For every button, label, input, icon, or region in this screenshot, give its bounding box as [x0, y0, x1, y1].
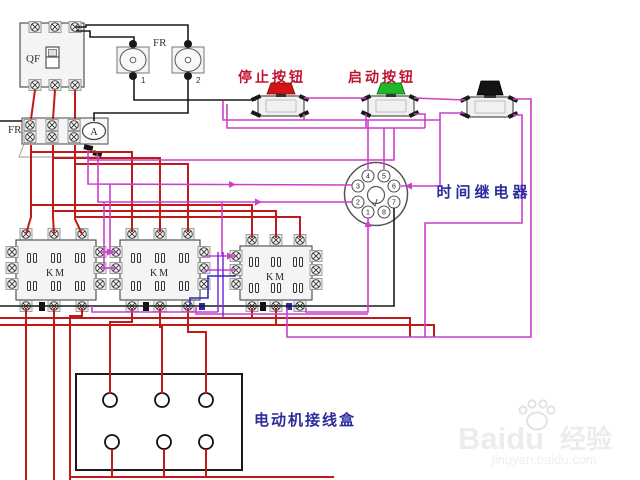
relay-pin-5: 5 [377, 169, 391, 183]
stop-button-label: 停止按钮 [238, 69, 306, 85]
control-wires [87, 97, 532, 338]
fuse1-number: 1 [141, 76, 146, 85]
overload-relay-label: FR [8, 124, 22, 136]
blue-wires [189, 275, 236, 306]
aux-contact-tab [83, 144, 94, 151]
svg-text:8: 8 [382, 210, 386, 217]
relay-pin-2: 2 [351, 195, 365, 209]
wire-direction-arrows [107, 181, 412, 260]
contactor-2: KM [109, 228, 211, 312]
start-button-cap [376, 82, 406, 95]
circuit-breaker-qf: QF [19, 21, 85, 91]
ammeter: A [81, 121, 107, 141]
start-button [360, 82, 420, 118]
start-button-label: 启动按钮 [348, 69, 416, 85]
overload-relay-fr: A FR [8, 117, 109, 158]
time-relay-socket: 4 5 3 6 2 7 1 8 [343, 161, 409, 227]
contactor-1: KM [5, 228, 107, 312]
contactor2-label: KM [150, 268, 170, 279]
box-terminal [154, 392, 170, 408]
contactor-3: KM [229, 234, 323, 312]
relay-pin-1: 1 [361, 205, 375, 219]
box-terminal [156, 434, 172, 450]
svg-text:3: 3 [356, 184, 360, 191]
baidu-watermark: Baidu 经验 jingyan.baidu.com [458, 399, 612, 467]
ammeter-label: A [90, 127, 98, 138]
breaker-label: QF [26, 53, 40, 65]
watermark-brand: Baidu [458, 421, 544, 456]
paw-icon [518, 399, 556, 431]
box-terminal [102, 392, 118, 408]
relay-pin-4: 4 [361, 169, 375, 183]
svg-text:4: 4 [366, 174, 370, 181]
fuse-2: 2 [171, 40, 205, 85]
fuse-bank-label: FR [153, 37, 167, 49]
contactor1-label: KM [46, 268, 66, 279]
svg-text:6: 6 [392, 184, 396, 191]
aux-button-cap [476, 80, 504, 96]
power-wires [0, 89, 435, 480]
stop-button [250, 82, 310, 118]
svg-text:5: 5 [382, 174, 386, 181]
watermark-suffix: 经验 [560, 424, 612, 454]
violet-wires [217, 252, 224, 318]
motor-terminal-box-label: 电动机接线盒 [254, 411, 356, 429]
svg-text:7: 7 [392, 200, 396, 207]
relay-pin-7: 7 [387, 195, 401, 209]
relay-pin-3: 3 [351, 179, 365, 193]
motor-terminal-box [75, 373, 243, 471]
box-terminal [198, 392, 214, 408]
svg-text:1: 1 [366, 210, 370, 217]
time-relay-label: 时间继电器 [436, 183, 531, 201]
neutral-wires [0, 24, 395, 307]
svg-text:2: 2 [356, 200, 360, 207]
fuse-1: 1 [116, 40, 150, 85]
relay-pin-8: 8 [377, 205, 391, 219]
box-terminal [198, 434, 214, 450]
stop-button-cap [266, 82, 296, 95]
contactor3-label: KM [266, 272, 286, 283]
box-terminal [104, 434, 120, 450]
relay-pin-6: 6 [387, 179, 401, 193]
aux-button [459, 80, 519, 119]
fuse2-number: 2 [196, 76, 201, 85]
watermark-site: jingyan.baidu.com [491, 452, 597, 467]
